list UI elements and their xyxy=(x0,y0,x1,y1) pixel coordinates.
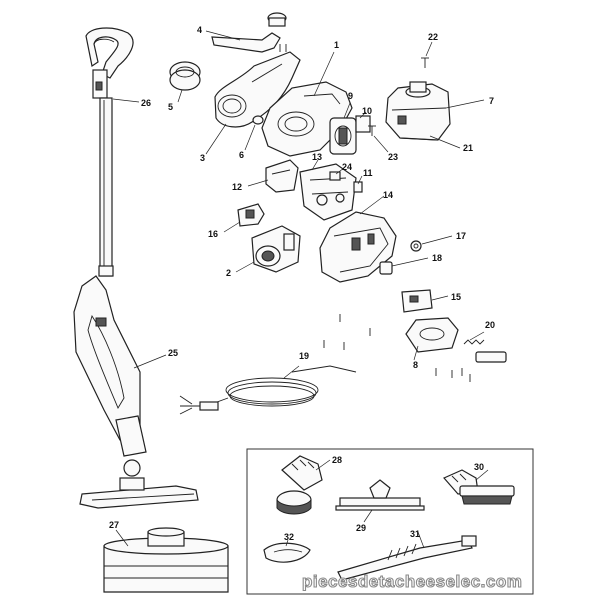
part-24-connector xyxy=(329,167,345,181)
part-32-pad xyxy=(263,539,311,563)
part-15-block xyxy=(401,289,449,313)
part-17-nut xyxy=(410,235,453,252)
label-part-9: 9 xyxy=(348,91,353,101)
label-part-8: 8 xyxy=(413,360,418,370)
label-part-4: 4 xyxy=(197,25,202,35)
label-part-26: 26 xyxy=(141,98,151,108)
label-part-11: 11 xyxy=(363,168,373,178)
part-31-extension-nozzle xyxy=(337,531,477,581)
part-12-side-cover xyxy=(247,159,299,193)
part-16-switch xyxy=(223,203,265,233)
loose-screws xyxy=(323,314,471,382)
label-part-20: 20 xyxy=(485,320,495,330)
part-26-handle-pole xyxy=(85,27,140,277)
part-25-floor-head xyxy=(79,477,199,509)
label-part-12: 12 xyxy=(232,182,242,192)
label-part-2: 2 xyxy=(226,268,231,278)
label-part-10: 10 xyxy=(362,106,372,116)
label-part-25: 25 xyxy=(168,348,178,358)
part-20-spring xyxy=(463,331,507,363)
part-10-bracket xyxy=(355,111,371,133)
label-part-18: 18 xyxy=(432,253,442,263)
part-5-cap xyxy=(169,61,201,103)
part-21-tank-base xyxy=(399,135,461,149)
label-part-22: 22 xyxy=(428,32,438,42)
part-6-small-knob xyxy=(244,115,264,151)
part-2-motor xyxy=(235,225,301,273)
part-11-fitting xyxy=(353,175,363,193)
label-part-16: 16 xyxy=(208,229,218,239)
part-18-knob xyxy=(379,257,429,275)
label-part-5: 5 xyxy=(168,102,173,112)
accessories-box xyxy=(246,448,534,595)
part-number-labels: 1 2 3 4 5 6 7 8 9 10 11 12 13 14 15 16 1… xyxy=(109,25,495,542)
label-part-29: 29 xyxy=(356,523,366,533)
label-part-21: 21 xyxy=(463,143,473,153)
label-part-17: 17 xyxy=(456,231,466,241)
part-19-power-cord xyxy=(179,365,357,415)
part-13-heater-block xyxy=(299,159,357,221)
label-part-24: 24 xyxy=(342,162,352,172)
part-22-screw xyxy=(421,41,433,68)
label-part-15: 15 xyxy=(451,292,461,302)
part-30-flat-brush xyxy=(443,469,515,505)
top-knob xyxy=(267,12,287,52)
part-25-body-housing xyxy=(73,275,167,477)
label-part-3: 3 xyxy=(200,153,205,163)
part-7-water-tank xyxy=(385,81,485,141)
part-29-squeegee xyxy=(335,479,425,523)
part-8-nozzle-plate xyxy=(405,317,459,361)
part-9-pump xyxy=(329,102,357,155)
label-part-14: 14 xyxy=(383,190,393,200)
label-part-6: 6 xyxy=(239,150,244,160)
label-part-1: 1 xyxy=(334,40,339,50)
watermark-text: piecesdetacheeselec.com xyxy=(302,572,522,591)
label-part-27: 27 xyxy=(109,520,119,530)
label-part-28: 28 xyxy=(332,455,342,465)
part-27-container xyxy=(103,527,229,593)
part-4-trigger-bar xyxy=(205,30,281,53)
label-part-23: 23 xyxy=(388,152,398,162)
label-part-31: 31 xyxy=(410,529,420,539)
label-part-30: 30 xyxy=(474,462,484,472)
label-part-19: 19 xyxy=(299,351,309,361)
part-23-screw xyxy=(368,125,389,153)
part-28-elbow-brush xyxy=(276,455,331,515)
label-part-32: 32 xyxy=(284,532,294,542)
label-part-13: 13 xyxy=(312,152,322,162)
part-3-upper-frame xyxy=(205,51,301,155)
label-part-7: 7 xyxy=(489,96,494,106)
